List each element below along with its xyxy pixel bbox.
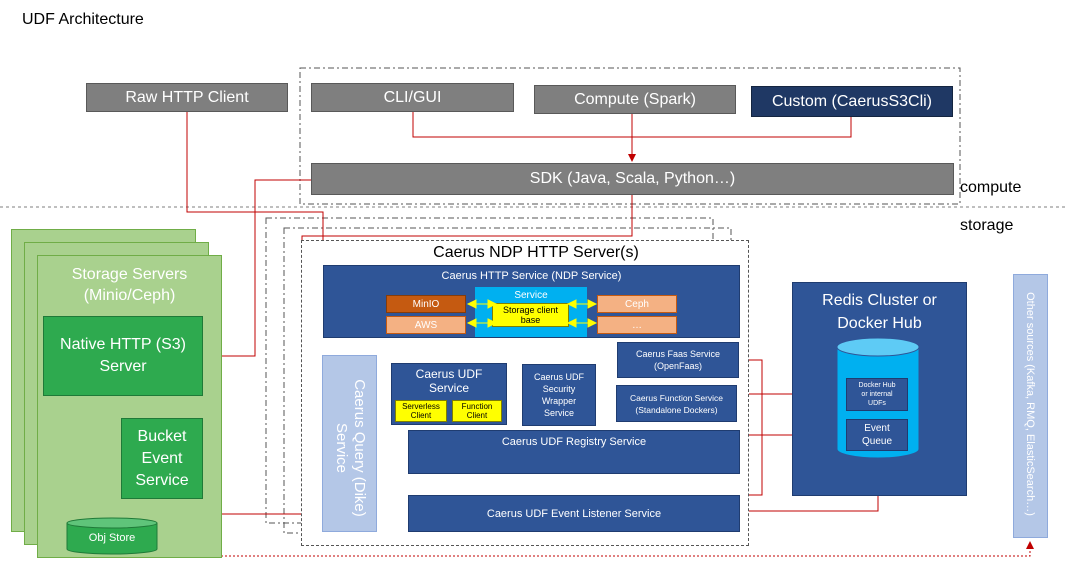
page-title: UDF Architecture	[22, 11, 144, 28]
sdk-box: SDK (Java, Scala, Python…)	[311, 163, 954, 195]
aws-box: AWS	[386, 316, 466, 334]
native-http-line2: Server	[99, 358, 147, 375]
security-line4: Service	[543, 408, 574, 418]
event-listener-label: Caerus UDF Event Listener Service	[486, 507, 662, 520]
compute-spark-label: Compute (Spark)	[574, 90, 696, 108]
caerus-function-service-box: Caerus Function Service (Standalone Dock…	[616, 385, 737, 422]
serverless-client-box: Serverless Client	[395, 400, 447, 422]
security-line1: Caerus UDF	[533, 372, 584, 382]
custom-client-box: Custom (CaerusS3Cli)	[751, 86, 953, 117]
caerus-udf-registry-box	[408, 430, 740, 474]
more-storage-label: …	[632, 319, 642, 331]
storage-client-line1: Storage client	[502, 305, 559, 315]
compute-zone-label: compute	[960, 179, 1022, 196]
custom-client-label: Custom (CaerusS3Cli)	[771, 92, 933, 110]
caerus-query-service-box	[322, 355, 377, 532]
link-faas-down	[740, 359, 763, 496]
bucket-event-service-box: Bucket Event Service	[121, 418, 203, 499]
function-service-line2: (Standalone Dockers)	[635, 404, 718, 415]
event-queue-line2: Queue	[861, 436, 893, 447]
obj-store-label: Obj Store	[88, 532, 136, 544]
compute-spark-box: Compute (Spark)	[534, 85, 736, 114]
ceph-label: Ceph	[625, 298, 649, 310]
faas-line2: (OpenFaas)	[653, 361, 703, 371]
udf-service-line1: Caerus UDF	[415, 367, 483, 381]
function-service-line1: Caerus Function Service	[629, 392, 724, 403]
function-client-line2: Client	[466, 411, 488, 420]
caerus-http-service-label: Caerus HTTP Service (NDP Service)	[441, 270, 622, 282]
raw-http-client-box: Raw HTTP Client	[86, 83, 288, 112]
serverless-line2: Client	[410, 411, 432, 420]
storage-servers-title-line1: Storage Servers	[71, 266, 188, 283]
native-http-line1: Native HTTP (S3)	[60, 336, 186, 353]
caerus-udf-event-listener-box: Caerus UDF Event Listener Service	[408, 495, 740, 532]
udf-service-line2: Service	[428, 381, 469, 395]
storage-zone-label: storage	[960, 217, 1014, 234]
storage-client-base-box: Storage client base	[492, 303, 569, 327]
caerus-faas-service-box: Caerus Faas Service (OpenFaas)	[617, 342, 739, 378]
bucket-event-line3: Service	[135, 471, 189, 489]
bucket-event-line1: Bucket	[137, 427, 187, 445]
cli-gui-box: CLI/GUI	[311, 83, 514, 112]
event-queue-line1: Event	[864, 423, 890, 434]
security-line2: Security	[542, 384, 576, 394]
query-line1: Caerus Query (Dike)	[351, 379, 368, 517]
docker-line3: UDFs	[868, 400, 886, 407]
native-http-server-box: Native HTTP (S3) Server	[43, 316, 203, 396]
function-client-box: Function Client	[452, 400, 502, 422]
storage-servers-title: Storage Servers (Minio/Ceph)	[37, 264, 222, 306]
faas-line1: Caerus Faas Service	[635, 349, 721, 359]
minio-box: MinIO	[386, 295, 466, 313]
aws-label: AWS	[414, 319, 438, 331]
other-sources-label: Other sources (Kafka, RMQ, ElasticSearch…	[1024, 292, 1036, 516]
security-line3: Wrapper	[541, 396, 577, 406]
minio-label: MinIO	[412, 298, 440, 310]
redis-cluster-title: Redis Cluster or Docker Hub	[792, 289, 967, 335]
caerus-query-service-label: Caerus Query (Dike) Service	[332, 373, 368, 523]
arrow-sdk-to-native	[202, 179, 311, 360]
sdk-label: SDK (Java, Scala, Python…)	[529, 170, 736, 187]
line-custom-merge	[632, 117, 852, 138]
storage-client-arrows	[466, 299, 598, 328]
docker-line1: Docker Hub	[858, 382, 896, 389]
caerus-udf-registry-label: Caerus UDF Registry Service	[501, 436, 647, 448]
redis-title-line2: Docker Hub	[837, 315, 922, 332]
more-storage-box: …	[597, 316, 677, 334]
docker-line2: or internal	[861, 391, 893, 398]
function-client-line1: Function	[461, 402, 493, 411]
service-label: Service	[514, 290, 548, 301]
other-sources-box	[1013, 274, 1048, 538]
storage-server-panel	[37, 255, 222, 558]
docker-hub-box: Docker Hub or internal UDFs	[846, 378, 908, 411]
line-cli-merge	[412, 112, 632, 138]
caerus-udf-service-label: Caerus UDF Service	[391, 367, 507, 395]
storage-servers-title-line2: (Minio/Ceph)	[83, 287, 176, 304]
ceph-box: Ceph	[597, 295, 677, 313]
raw-http-client-label: Raw HTTP Client	[125, 88, 249, 106]
event-queue-box: Event Queue	[846, 419, 908, 451]
link-objstore-to-other	[157, 541, 1034, 557]
ndp-server-title: Caerus NDP HTTP Server(s)	[433, 244, 639, 261]
udf-security-wrapper-box: Caerus UDF Security Wrapper Service	[522, 364, 596, 426]
serverless-line1: Serverless	[402, 402, 440, 411]
obj-store-cylinder	[66, 517, 158, 555]
bucket-event-line2: Event	[141, 449, 183, 467]
redis-title-line1: Redis Cluster or	[822, 292, 937, 309]
query-line2: Service	[333, 422, 350, 474]
cli-gui-label: CLI/GUI	[383, 88, 442, 106]
compute-group-border	[299, 67, 961, 205]
storage-client-line2: base	[520, 315, 541, 325]
